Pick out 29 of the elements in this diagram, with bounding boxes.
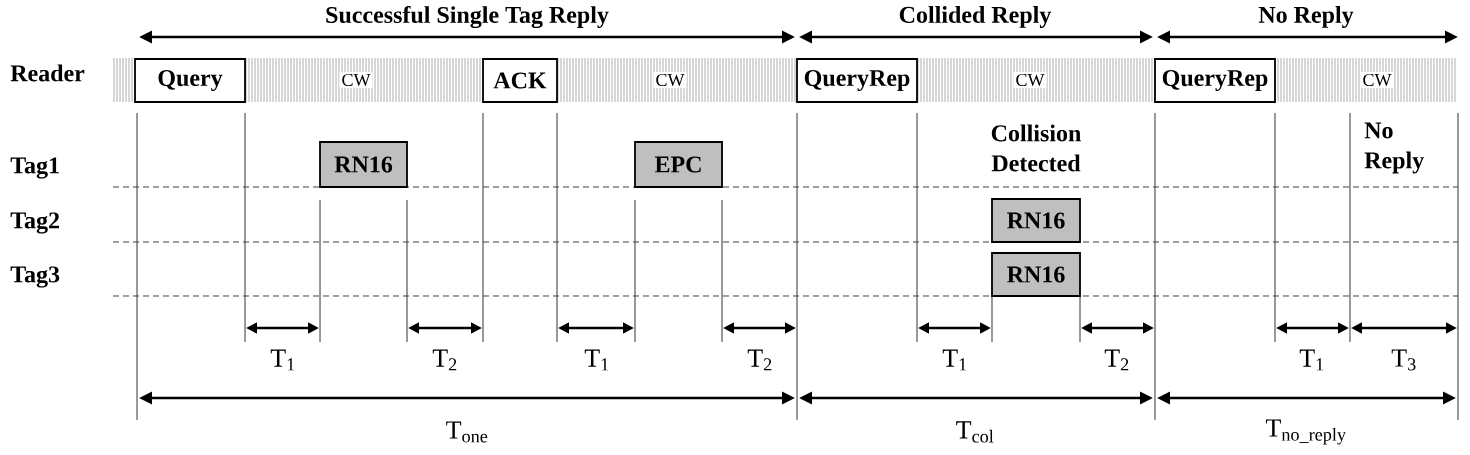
status-label: No Reply xyxy=(1364,122,1424,174)
reply-box: EPC xyxy=(634,141,723,188)
reply-box: RN16 xyxy=(991,252,1081,297)
reply-box: RN16 xyxy=(991,198,1081,243)
command-box: ACK xyxy=(482,58,558,103)
time-label: T$_{3}$ xyxy=(1391,349,1416,371)
time-label: T$_{one}$ xyxy=(446,421,488,443)
time-label: T$_{1}$ xyxy=(942,349,967,371)
time-label: T$_{1}$ xyxy=(584,349,609,371)
phase-label: Collided Reply xyxy=(899,6,1052,28)
phase-label: Successful Single Tag Reply xyxy=(326,5,609,29)
time-label: T$_{2}$ xyxy=(432,349,457,371)
command-box: QueryRep xyxy=(796,58,918,103)
phase-label: No Reply xyxy=(1258,6,1354,28)
command-box: Query xyxy=(134,58,246,103)
status-label: Collision Detected xyxy=(991,124,1081,172)
signal-label: CW xyxy=(1360,71,1394,89)
time-label: T$_{1}$ xyxy=(270,349,295,371)
row-label: Reader xyxy=(10,64,85,82)
command-box: QueryRep xyxy=(1154,58,1276,103)
time-label: T$_{1}$ xyxy=(1299,349,1324,371)
time-label: T$_{no_reply}$ xyxy=(1265,419,1346,445)
time-label: T$_{col}$ xyxy=(956,421,994,443)
row-label: Tag2 xyxy=(10,212,59,234)
time-label: T$_{2}$ xyxy=(1104,349,1129,371)
row-label: Tag3 xyxy=(10,266,60,288)
reply-box: RN16 xyxy=(319,141,408,188)
time-label: T$_{2}$ xyxy=(747,349,772,371)
row-label: Tag1 xyxy=(10,157,59,179)
